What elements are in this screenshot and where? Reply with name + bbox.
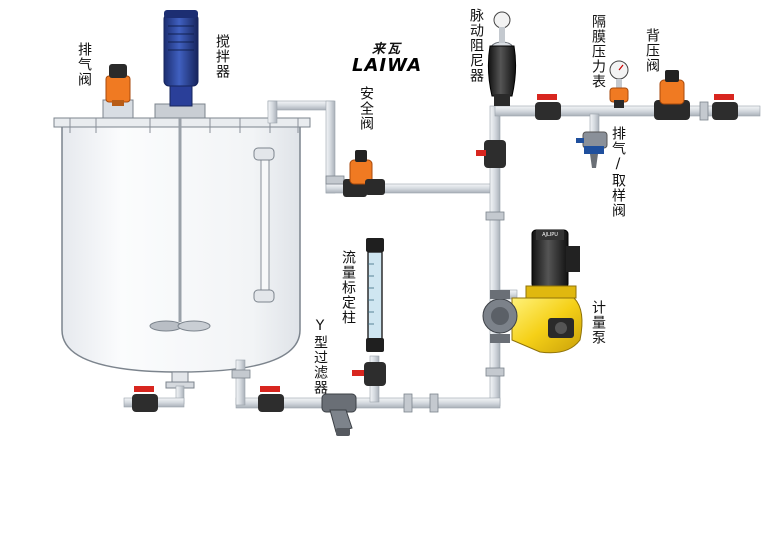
pipe-unions (231, 101, 709, 413)
flow-calibration-column (366, 238, 384, 352)
exhaust-valve-left (102, 64, 134, 119)
diaphragm-pressure-gauge (609, 60, 629, 108)
pump-badge: AJLIPU (542, 232, 558, 238)
brand-logo: 来瓦 LAIWA (352, 38, 422, 76)
brand-chinese: 来瓦 (371, 42, 402, 57)
mixing-tank (53, 117, 311, 389)
label-safety-valve: 安全阀 (358, 86, 374, 131)
ball-valves (132, 94, 738, 412)
brand-english: LAIWA (352, 55, 423, 76)
label-diaphragm-gauge: 隔膜压力表 (590, 14, 606, 89)
back-pressure-valve (654, 70, 690, 120)
label-exhaust-valve-left: 排气阀 (76, 42, 92, 87)
metering-pump (482, 229, 583, 354)
pulsation-damper (487, 11, 517, 106)
label-agitator: 搅拌器 (214, 34, 230, 79)
y-filter (321, 393, 357, 436)
label-calibration-column: 流量标定柱 (340, 250, 356, 325)
label-pulsation-damper: 脉动阻尼器 (468, 8, 484, 83)
label-y-filter: Y型过滤器 (312, 318, 328, 395)
exhaust-sampling-valve (576, 131, 608, 168)
label-metering-pump: 计量泵 (590, 300, 606, 345)
agitator (149, 10, 211, 332)
safety-valve (343, 150, 385, 197)
label-exhaust-sampling-valve: 排气/取样阀 (610, 126, 626, 218)
label-back-pressure-valve: 背压阀 (644, 28, 660, 73)
